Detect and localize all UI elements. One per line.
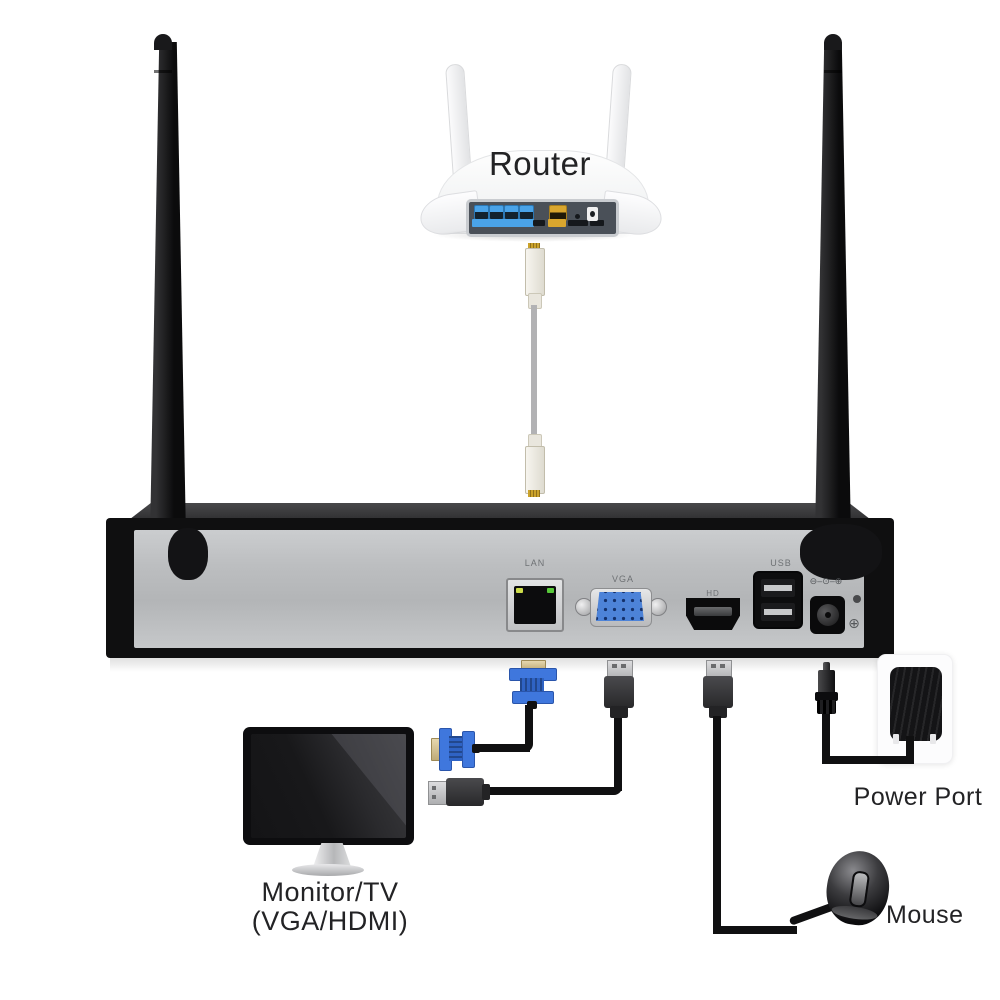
vga-connector-left-grip <box>449 736 463 761</box>
nvr-usb-port-2-tongue <box>764 609 792 615</box>
nvr-hdmi-slot <box>694 607 732 616</box>
nvr-usb-port-2 <box>761 603 795 621</box>
router-label-strip-1 <box>533 220 545 226</box>
vga-cable-vertical <box>525 705 533 752</box>
mouse-icon <box>822 847 894 929</box>
dc-connector-pin <box>823 662 830 671</box>
usb-connector-up2-slot-1 <box>711 664 716 668</box>
nvr-usb-block <box>753 571 803 629</box>
power-adapter-prong-left <box>893 734 899 744</box>
mouse-wheel <box>848 870 871 909</box>
nvr-shadow <box>110 658 890 672</box>
nvr-usb-label: USB <box>770 558 792 568</box>
vga-connector-up-boot <box>527 701 537 709</box>
nvr-usb-port-1 <box>761 579 795 597</box>
router-lan-port-3 <box>504 205 519 220</box>
router-reset-hole <box>575 214 580 219</box>
usb-connector-up2-slot-2 <box>720 664 725 668</box>
ethernet-cable-line <box>531 305 537 437</box>
usb-connector-left-neck <box>482 784 490 800</box>
nvr-lan-led-right <box>547 588 554 593</box>
monitor-usb-cable-vertical <box>614 716 622 791</box>
usb-connector-left-icon <box>446 778 484 806</box>
mouse-base-shine <box>830 903 879 922</box>
nvr-antenna-hinge-left <box>168 528 208 580</box>
vga-cable-horizontal <box>478 744 530 752</box>
rj45-connector-top-icon <box>525 248 545 296</box>
mouse-cable-vertical <box>713 716 721 934</box>
nvr-lan-label: LAN <box>524 558 546 568</box>
usb-connector-left-slot-2 <box>432 795 436 799</box>
usb-connector-up1-neck <box>610 706 628 718</box>
dc-connector-icon <box>818 670 835 694</box>
nvr-ground-symbol: ⊕ <box>848 615 860 631</box>
monitor-label-line1: Monitor/TV <box>261 877 399 907</box>
nvr-dc-jack-pin <box>825 612 831 618</box>
rj45-bottom-pins <box>528 490 540 497</box>
vga-connector-left-boot <box>472 744 480 753</box>
nvr-antenna-left-icon <box>150 42 186 538</box>
monitor-screen <box>251 734 406 838</box>
router-lan-port-4 <box>519 205 534 220</box>
nvr-vga-label: VGA <box>611 574 634 584</box>
power-port-label: Power Port <box>853 783 983 811</box>
dc-connector-grip <box>817 700 836 714</box>
power-adapter-icon <box>890 667 942 741</box>
nvr-hd-label: HD <box>706 589 720 598</box>
router-power-jack-pin <box>590 211 595 217</box>
router-lan-port-1 <box>474 205 489 220</box>
vga-connector-up-grip <box>520 678 544 692</box>
usb-connector-up1-slot-1 <box>612 664 617 668</box>
router-lan-strip <box>472 219 534 227</box>
router-lan-port-2 <box>489 205 504 220</box>
monitor-stand-base <box>292 864 364 876</box>
nvr-back-panel <box>134 530 864 648</box>
power-cable-vertical <box>822 712 830 764</box>
dc-connector-collar <box>815 692 838 701</box>
mouse-cable-horizontal <box>713 926 797 934</box>
nvr-antenna-right-icon <box>815 42 851 538</box>
router-wan-strip <box>548 219 566 227</box>
router-label-strip-2 <box>568 220 588 226</box>
usb-connector-up1-slot-2 <box>621 664 626 668</box>
nvr-polarity-symbol: ⊖–⊙–⊕ <box>809 576 843 586</box>
nvr-antenna-hinge-right <box>800 524 882 580</box>
nvr-lan-led-left <box>516 588 523 593</box>
nvr-reset-hole <box>853 595 861 603</box>
power-cable-adapter-drop <box>906 736 914 764</box>
nvr-antenna-right-tip <box>824 34 842 50</box>
router-label: Router <box>488 145 592 182</box>
nvr-usb-port-1-tongue <box>764 585 792 591</box>
usb-connector-up2-icon <box>703 676 733 708</box>
usb-connector-up2-neck <box>709 706 727 718</box>
nvr-antenna-left-tip <box>154 34 172 50</box>
monitor-usb-cable-horizontal <box>488 787 622 795</box>
nvr-vga-port <box>596 592 644 621</box>
usb-connector-up1-icon <box>604 676 634 708</box>
rj45-connector-bottom-icon <box>525 446 545 494</box>
usb-connector-left-slot-1 <box>432 786 436 790</box>
nvr-antenna-right-ring <box>824 70 842 73</box>
monitor-label-line2: (VGA/HDMI) <box>251 906 409 936</box>
rj45-top-pins <box>528 243 540 250</box>
router-label-strip-3 <box>590 220 604 226</box>
mouse-label: Mouse <box>886 901 964 929</box>
nvr-antenna-left-ring <box>154 70 172 73</box>
power-adapter-prong-right <box>930 734 936 744</box>
power-cable-horizontal <box>822 756 914 764</box>
